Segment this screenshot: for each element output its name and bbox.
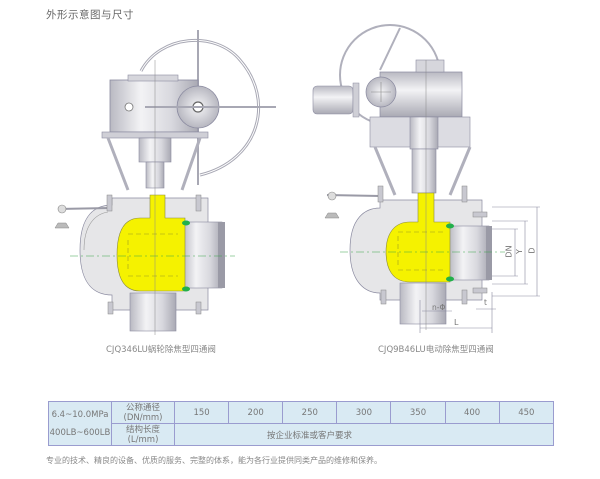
dim-label-d: D <box>527 247 537 254</box>
size-cell: 450 <box>498 401 555 424</box>
right-valve-caption: CJQ9B46LU电动除焦型四通阀 <box>378 345 494 355</box>
dn-header-label: 公称通径 <box>125 402 160 413</box>
pressure-mpa: 6.4~10.0MPa <box>51 409 109 420</box>
page-title: 外形示意图与尺寸 <box>46 9 134 21</box>
size-cell: 350 <box>390 401 446 424</box>
length-value: 按企业标准或客户要求 <box>174 423 554 446</box>
length-header-label: 结构长度 <box>125 424 160 435</box>
dn-header-unit: (DN/mm) <box>123 412 163 423</box>
pressure-lb: 400LB~600LB <box>49 427 111 438</box>
dim-label-y: Y <box>514 249 524 254</box>
left-valve-caption: CJQ346LU蜗轮除焦型四通阀 <box>106 345 216 355</box>
size-cell: 200 <box>228 401 284 424</box>
dim-label-dn: DN <box>504 245 514 258</box>
size-cell: 400 <box>444 401 500 424</box>
pressure-cell: 6.4~10.0MPa 400LB~600LB <box>48 401 112 446</box>
footer-text: 专业的技术、精良的设备、优质的服务、完整的体系，能为各行业提供同类产品的维修和保… <box>46 456 382 465</box>
dim-label-n-phi: n-Φ <box>432 303 446 312</box>
size-cell: 300 <box>336 401 392 424</box>
left-valve-drawing <box>54 30 276 335</box>
table-row: 结构长度 (L/mm) 按企业标准或客户要求 <box>49 423 554 446</box>
valve-drawings <box>54 24 540 335</box>
right-valve-drawing <box>312 24 540 333</box>
length-header: 结构长度 (L/mm) <box>111 423 175 446</box>
dim-label-t: t <box>484 298 487 307</box>
size-cell: 150 <box>173 401 230 424</box>
size-cell: 250 <box>282 401 338 424</box>
dim-label-l: L <box>454 318 459 327</box>
spec-table: 6.4~10.0MPa 400LB~600LB 公称通径 (DN/mm) 150… <box>48 401 555 446</box>
table-row: 6.4~10.0MPa 400LB~600LB 公称通径 (DN/mm) 150… <box>48 401 555 446</box>
dn-header: 公称通径 (DN/mm) <box>111 401 175 424</box>
length-header-unit: (L/mm) <box>127 434 159 445</box>
